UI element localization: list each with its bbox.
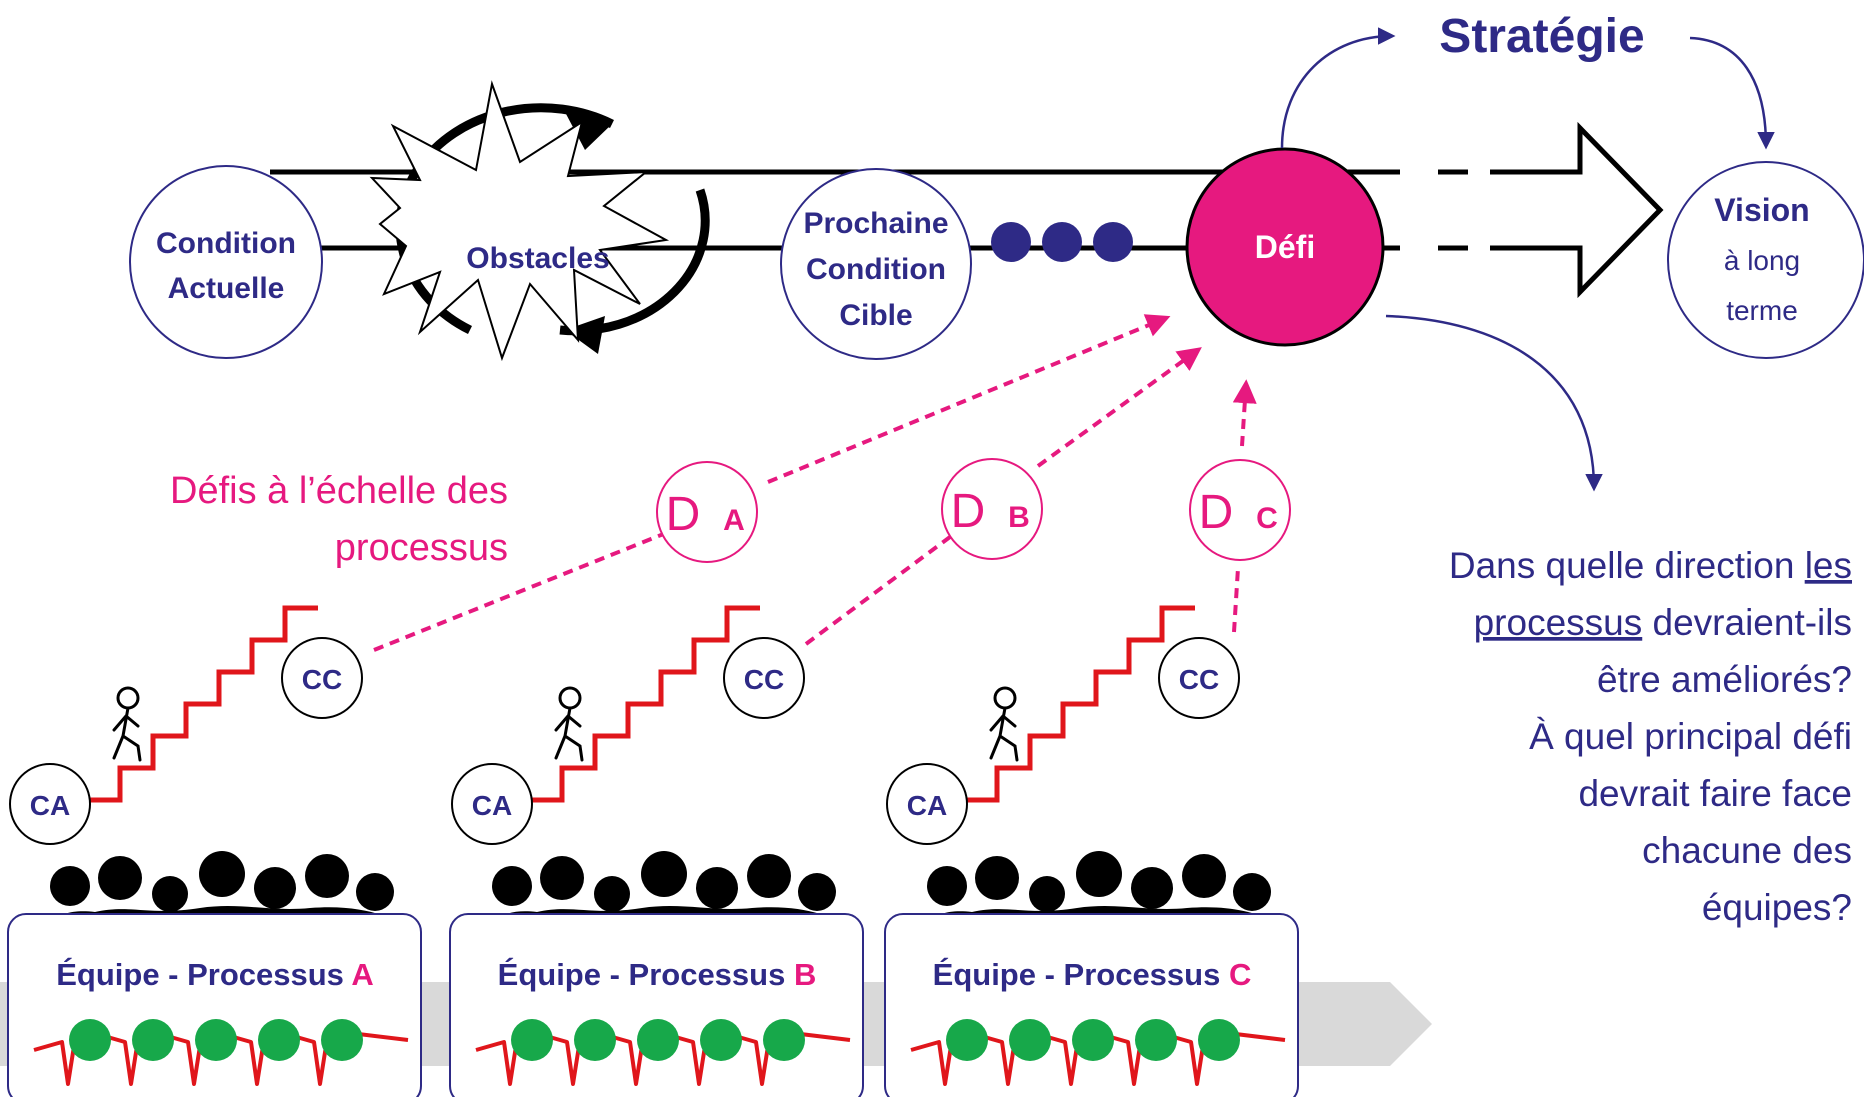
process-step-dot <box>1135 1019 1177 1061</box>
current-condition-line1: Condition <box>156 227 296 260</box>
current-condition-line2: Actuelle <box>168 272 285 305</box>
process-challenge-a-sub: A <box>723 504 745 537</box>
vision-line2: à long <box>1724 245 1800 276</box>
process-challenge-a: D A <box>656 461 758 563</box>
process-step-dot <box>574 1019 616 1061</box>
process-level-label-line1: Défis à l’échelle des <box>170 470 508 512</box>
obstacles-label: Obstacles <box>466 242 609 275</box>
obstacles-cycle <box>369 80 710 362</box>
climber-icon <box>112 686 142 762</box>
process-challenge-b: D B <box>941 458 1043 560</box>
next-target-condition-node: Prochaine Condition Cible <box>780 168 972 360</box>
starburst-shape <box>369 80 670 362</box>
process-step-dot <box>637 1019 679 1061</box>
ellipsis-dots <box>991 222 1133 262</box>
process-step-dot <box>700 1019 742 1061</box>
team-box <box>449 913 864 1097</box>
current-condition-label: CA <box>907 790 947 821</box>
question-arrow <box>1385 314 1603 492</box>
improvement-stairs <box>532 605 760 803</box>
current-condition-circle <box>9 763 91 845</box>
process-step-dot <box>1198 1019 1240 1061</box>
strategy-label: Stratégie <box>1439 10 1644 63</box>
process-step-dot <box>132 1019 174 1061</box>
vision-line3: terme <box>1726 295 1798 326</box>
process-level-label-line2: processus <box>335 527 508 569</box>
target-condition-circle <box>723 637 805 719</box>
process-challenge-c-sub: C <box>1256 502 1278 535</box>
process-challenge-a-letter: D <box>666 488 701 541</box>
current-condition-label: CA <box>30 790 70 821</box>
question-line4: À quel principal défi <box>1529 716 1852 757</box>
strategy-arrow-out <box>1689 36 1775 150</box>
question-line1: Dans quelle direction les <box>1449 545 1852 586</box>
vision-line1: Vision <box>1714 192 1809 228</box>
process-step-dot <box>1009 1019 1051 1061</box>
current-condition-label: CA <box>472 790 512 821</box>
target-condition-label: CC <box>302 664 342 695</box>
team-box <box>884 913 1299 1097</box>
process-step-dot <box>258 1019 300 1061</box>
question-line7: équipes? <box>1702 887 1852 928</box>
process-step-dot <box>946 1019 988 1061</box>
process-challenge-b-letter: D <box>951 485 986 538</box>
process-challenge-b-sub: B <box>1008 501 1030 534</box>
process-step-dot <box>321 1019 363 1061</box>
question-line2: processus devraient-ils <box>1474 602 1852 643</box>
team-title: Équipe - Processus A <box>56 957 374 992</box>
team-a: CA CC Équipe - Processus A <box>7 605 422 1097</box>
challenge-label: Défi <box>1255 229 1315 265</box>
process-step-dot <box>763 1019 805 1061</box>
target-condition-label: CC <box>1179 664 1219 695</box>
team-b: CA CC Équipe - Processus B <box>449 605 864 1097</box>
process-step-dot <box>69 1019 111 1061</box>
question-line5: devrait faire face <box>1578 773 1852 814</box>
process-step-dot <box>195 1019 237 1061</box>
team-box <box>7 913 422 1097</box>
current-condition-circle <box>451 763 533 845</box>
challenge-node: Défi <box>1185 147 1385 347</box>
climber-icon <box>989 686 1019 762</box>
climber-icon <box>554 686 584 762</box>
improvement-stairs <box>90 605 318 803</box>
team-title: Équipe - Processus C <box>933 957 1252 992</box>
process-challenge-links <box>373 314 1257 652</box>
process-step-dot <box>1072 1019 1114 1061</box>
next-target-line3: Cible <box>839 299 912 332</box>
improvement-stairs <box>967 605 1195 803</box>
process-challenge-c-letter: D <box>1199 486 1234 539</box>
current-condition-node: Condition Actuelle <box>129 165 323 359</box>
process-challenge-c: D C <box>1189 459 1291 561</box>
strategy-arrow-in <box>1280 27 1396 149</box>
current-condition-circle <box>886 763 968 845</box>
question-line6: chacune des <box>1642 830 1852 871</box>
target-condition-circle <box>281 637 363 719</box>
next-target-line2: Condition <box>806 253 946 286</box>
question-line3: être améliorés? <box>1597 659 1852 700</box>
team-c: CA CC Équipe - Processus C <box>884 605 1299 1097</box>
target-condition-label: CC <box>744 664 784 695</box>
target-condition-circle <box>1158 637 1240 719</box>
teams: CA CC Équipe - Processus A CA CC Équipe - Pro… <box>7 605 1299 1097</box>
vision-node: Vision à long terme <box>1667 161 1864 359</box>
team-title: Équipe - Processus B <box>498 957 817 992</box>
guiding-question: Dans quelle direction les processus devr… <box>1449 545 1852 928</box>
next-target-line1: Prochaine <box>803 207 948 240</box>
process-step-dot <box>511 1019 553 1061</box>
